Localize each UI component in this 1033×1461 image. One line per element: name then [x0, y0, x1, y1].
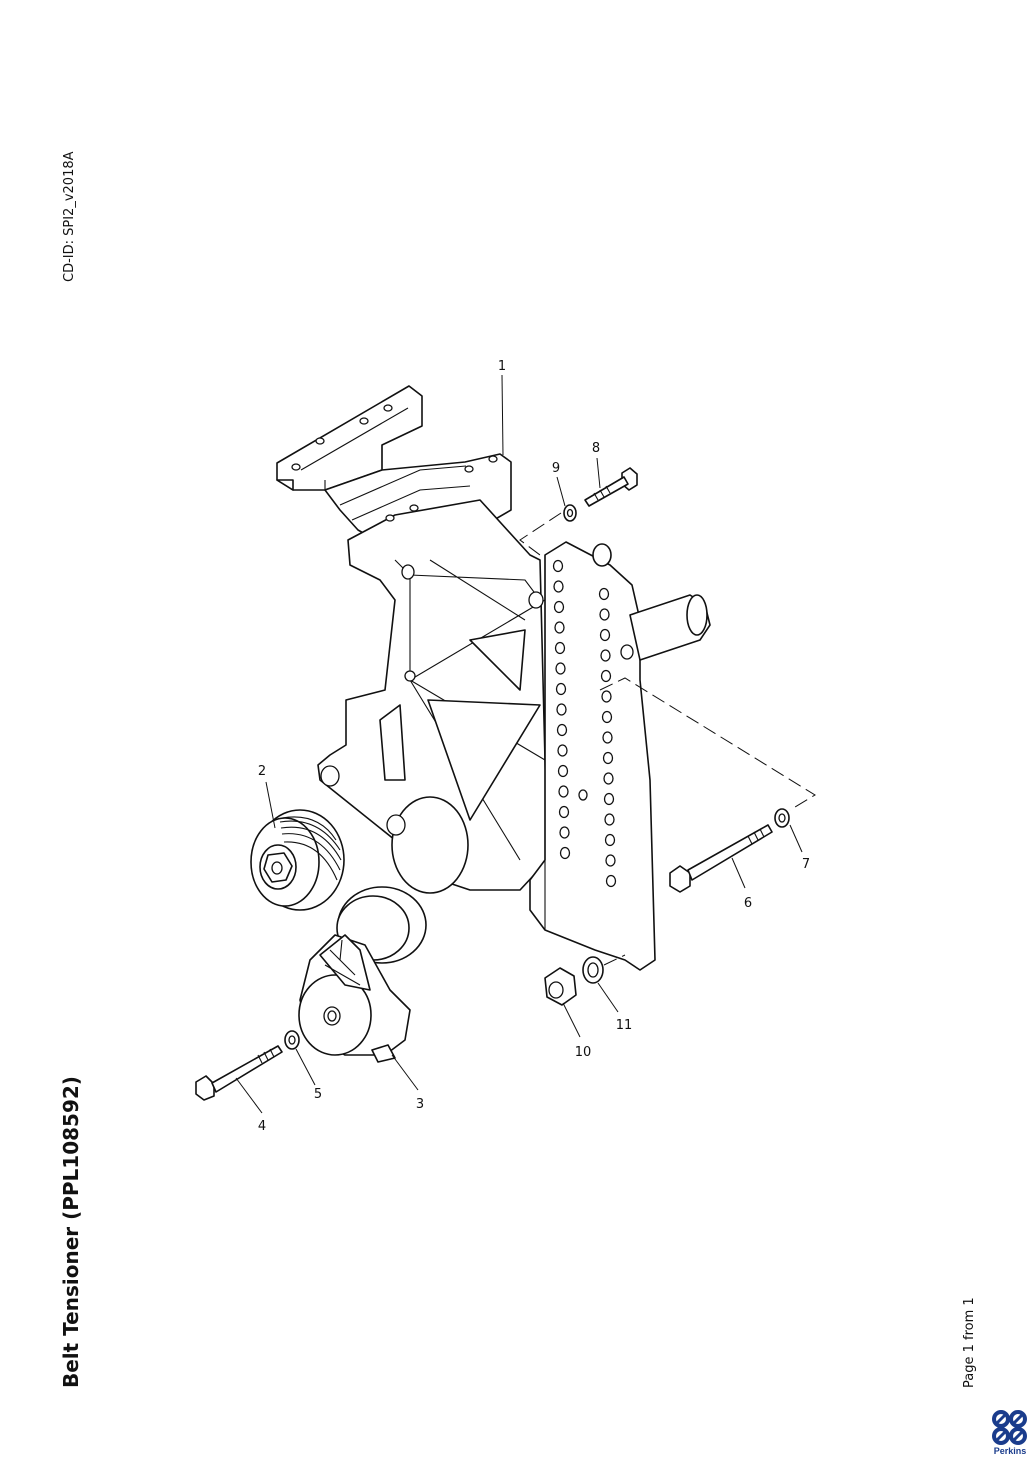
plate-hole	[598, 587, 610, 601]
plate-hole	[556, 703, 567, 716]
bracket-part-1	[276, 385, 711, 971]
callout-10: 10	[575, 1045, 592, 1060]
plate-hole	[559, 846, 571, 860]
plate-hole	[604, 813, 615, 826]
washer-part-9	[563, 504, 577, 522]
perkins-logo-mark	[992, 1410, 1027, 1445]
plate-hole	[603, 772, 614, 785]
callout-7: 7	[802, 857, 810, 872]
nut-part-10	[544, 967, 577, 1006]
callout-3: 3	[416, 1097, 424, 1112]
washer-part-5	[284, 1030, 300, 1050]
plate-hole	[559, 826, 570, 839]
plate-hole	[557, 764, 569, 778]
callout-5: 5	[314, 1087, 322, 1102]
plate-hole	[599, 628, 611, 642]
plate-hole	[558, 785, 569, 798]
plate-hole	[600, 649, 611, 662]
plate-hole	[554, 641, 566, 655]
plate-hole	[555, 682, 567, 696]
plate-hole	[557, 744, 568, 757]
washer-part-11	[582, 956, 604, 984]
callout-1: 1	[498, 359, 506, 374]
pulley-part-2	[250, 809, 345, 911]
plate-hole	[603, 792, 615, 806]
plate-hole	[554, 621, 565, 634]
bolt-part-8	[584, 467, 638, 507]
bolt-part-6	[669, 824, 773, 893]
callout-11: 11	[616, 1018, 633, 1033]
plate-hole	[602, 731, 613, 744]
callout-2: 2	[258, 764, 266, 779]
tensioner-part-3	[298, 886, 427, 1063]
bolt-part-4	[195, 1045, 283, 1101]
plate-hole	[600, 669, 612, 683]
callout-4: 4	[258, 1119, 266, 1134]
perkins-logo: Perkins	[989, 1410, 1031, 1458]
plate-hole	[605, 854, 616, 867]
callout-9: 9	[552, 461, 560, 476]
plate-hole	[558, 805, 570, 819]
plate-hole	[605, 874, 617, 888]
plate-hole	[555, 662, 566, 675]
perkins-logo-text: Perkins	[993, 1446, 1027, 1456]
plate-hole	[599, 608, 610, 621]
plate-hole	[552, 559, 564, 573]
plate-hole	[602, 751, 614, 765]
plate-hole	[553, 600, 565, 614]
plate-hole	[553, 580, 564, 593]
plate-hole	[604, 833, 616, 847]
callout-8: 8	[592, 441, 600, 456]
plate-hole	[601, 690, 612, 703]
washer-part-7	[774, 808, 790, 828]
plate-hole	[601, 710, 613, 724]
plate-hole	[556, 723, 568, 737]
callout-6: 6	[744, 896, 752, 911]
